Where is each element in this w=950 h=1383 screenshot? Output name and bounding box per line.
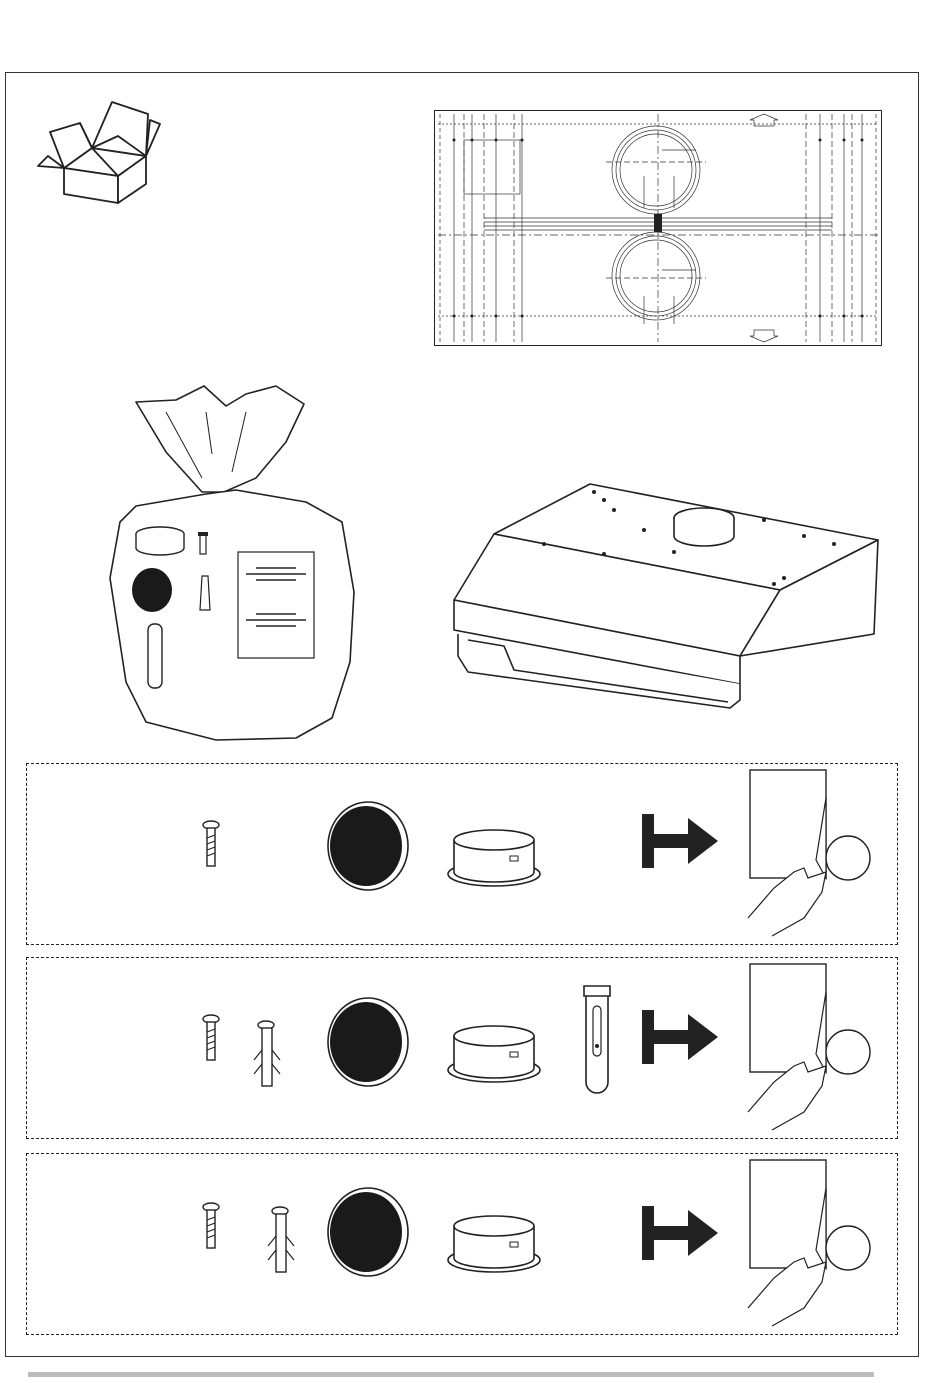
open-box-icon	[36, 98, 166, 206]
screw-icon	[202, 820, 220, 868]
duct-collar-icon	[446, 1212, 542, 1274]
duct-collar-icon	[446, 1022, 542, 1084]
carbon-filter-icon	[326, 1186, 410, 1278]
cooker-hood-icon	[444, 480, 884, 730]
arrow-icon	[642, 1206, 718, 1260]
arrow-icon	[642, 814, 718, 868]
footer-bar	[28, 1372, 874, 1377]
wall-plug-icon	[252, 1020, 282, 1090]
screw-icon	[202, 1014, 220, 1062]
template-sheet-icon	[434, 110, 882, 346]
arrow-icon	[642, 1010, 718, 1064]
duct-collar-icon	[446, 826, 542, 888]
bracket-icon	[582, 982, 612, 1096]
carbon-filter-icon	[326, 800, 410, 892]
peel-film-icon	[744, 1158, 872, 1328]
wall-plug-icon	[266, 1206, 296, 1276]
carbon-filter-icon	[326, 996, 410, 1088]
peel-film-icon	[744, 962, 872, 1132]
screw-icon	[202, 1202, 220, 1250]
peel-film-icon	[744, 768, 872, 938]
accessory-bag-icon	[106, 382, 362, 744]
